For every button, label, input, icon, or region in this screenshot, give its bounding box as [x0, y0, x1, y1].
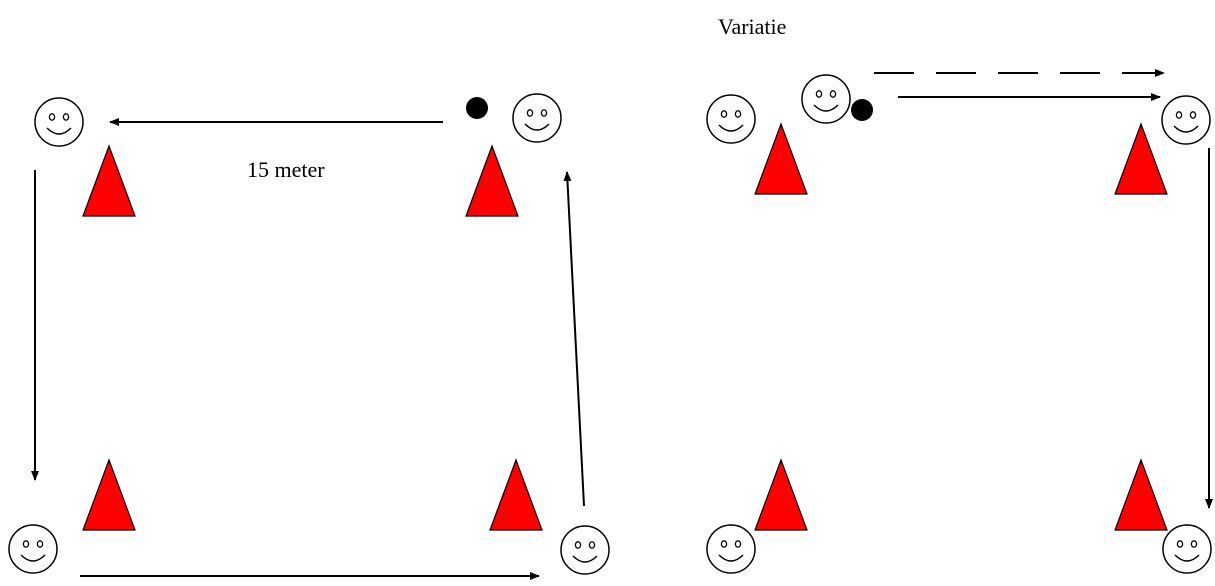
player-smiley-icon	[1161, 95, 1211, 145]
player-smiley-icon	[512, 93, 562, 143]
player-smiley-icon	[1162, 524, 1212, 574]
cone-icon	[754, 458, 808, 531]
player-smiley-icon	[706, 94, 756, 144]
player-smiley-icon	[801, 74, 851, 124]
cone-icon	[1114, 122, 1168, 195]
player-smiley-icon	[34, 97, 84, 147]
player-smiley-icon	[8, 524, 58, 574]
player-smiley-icon	[706, 524, 756, 574]
distance-label: 15 meter	[247, 157, 325, 182]
cone-icon	[82, 458, 136, 531]
right-drill: Variatie	[706, 14, 1213, 574]
cone-icon	[465, 144, 519, 217]
ball-icon	[851, 99, 873, 121]
left-drill: 15 meter	[8, 93, 610, 580]
pass-arrow	[563, 171, 585, 507]
cone-icon	[489, 458, 543, 531]
variation-title: Variatie	[718, 14, 786, 39]
cone-icon	[1114, 458, 1168, 531]
ball-icon	[466, 97, 488, 119]
cone-icon	[82, 144, 136, 217]
cone-icon	[754, 122, 808, 195]
player-smiley-icon	[560, 525, 610, 575]
